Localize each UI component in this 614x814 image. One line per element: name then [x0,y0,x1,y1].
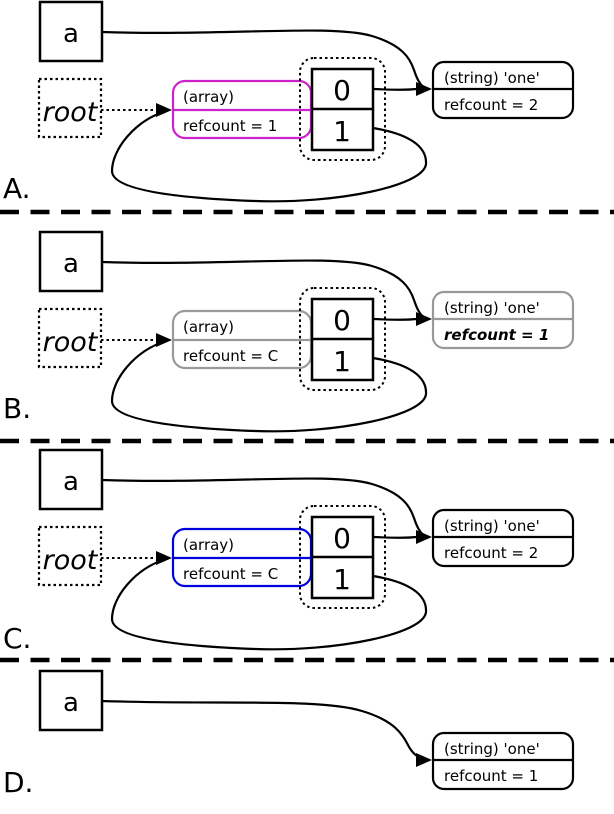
cell1-to-array-loop-arrow [110,557,428,651]
panel-b: (array) refcount = C 0 1 a root (string)… [37,230,575,433]
cell0-to-string-arrow [372,87,418,91]
panel-label-a: A. [3,172,31,205]
cell1-to-array-loop-arrow [110,109,428,203]
cell0-to-string-arrow [372,535,418,539]
cell-0-value: 0 [333,74,351,107]
cell-1-value: 1 [333,345,351,378]
panel-a: (array) refcount = 1 0 1 a root (string)… [37,0,575,203]
var-label: a [63,249,79,279]
arrowhead-into-array-icon [156,103,172,117]
array-refcount-label: refcount = C [183,565,278,583]
cell-0-value: 0 [333,522,351,555]
arrowhead-into-string-icon [416,82,432,96]
root-label: root [43,97,99,128]
root-box [37,307,103,369]
cell0-to-string-arrow [372,317,418,321]
cells-dotted-outline [299,505,386,609]
array-refcount-label: refcount = 1 [183,117,277,135]
string-refcount-label: refcount = 2 [444,96,538,114]
root-box [37,77,103,139]
panel-d: a (string) 'one' refcount = 1 [38,669,575,791]
panel-label-d: D. [3,766,33,799]
var-label: a [63,688,79,718]
array-type-label: (array) [183,318,234,336]
arrowhead-into-array-icon [156,333,172,347]
a-to-string-arrow [101,477,426,537]
a-to-string-arrow [101,699,424,761]
string-type-label: (string) 'one' [444,299,540,317]
string-refcount-label: refcount = 2 [444,544,538,562]
string-refcount-label: refcount = 1 [444,326,549,344]
var-label: a [63,19,79,49]
string-type-label: (string) 'one' [444,69,540,87]
string-refcount-label: refcount = 1 [444,767,538,785]
root-box [37,525,103,587]
array-type-label: (array) [183,88,234,106]
array-type-label: (array) [183,536,234,554]
var-label: a [63,467,79,497]
cell-1-value: 1 [333,115,351,148]
var-box [38,669,104,732]
arrowhead-into-string-icon [416,753,432,767]
arrowhead-into-string-icon [416,530,432,544]
root-label: root [43,327,99,358]
a-to-string-arrow [101,259,426,319]
string-type-label: (string) 'one' [444,740,540,758]
a-to-string-arrow [101,29,426,89]
string-type-label: (string) 'one' [444,517,540,535]
cell1-to-array-loop-arrow [110,339,428,433]
panel-label-c: C. [3,622,31,655]
root-label: root [43,545,99,576]
arrowhead-into-array-icon [156,551,172,565]
array-refcount-label: refcount = C [183,347,278,365]
cells-dotted-outline [299,57,386,161]
panel-label-b: B. [3,392,31,425]
arrowhead-into-string-icon [416,312,432,326]
var-box [38,0,104,63]
var-box [38,448,104,511]
var-box [38,230,104,293]
cell-1-value: 1 [333,563,351,596]
panel-c: (array) refcount = C 0 1 a root (string)… [37,448,575,651]
cell-0-value: 0 [333,304,351,337]
cells-dotted-outline [299,287,386,391]
